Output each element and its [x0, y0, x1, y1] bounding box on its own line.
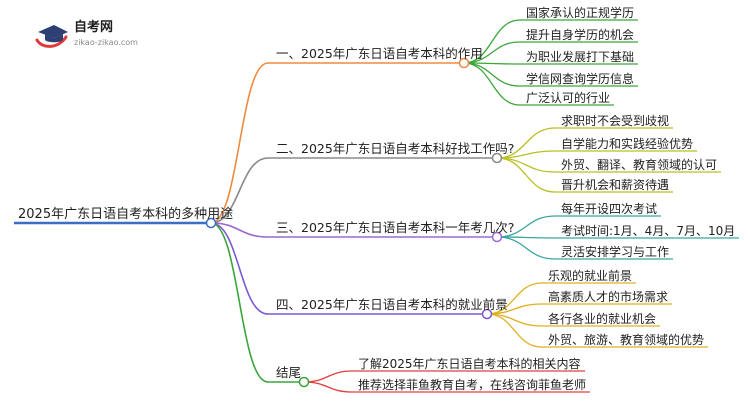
leaf-node[interactable]: 乐观的就业前景 — [548, 269, 633, 283]
branch-leaf-connector — [303, 370, 353, 383]
branch-node[interactable]: 结尾 — [276, 365, 302, 380]
root-branch-connector — [210, 62, 269, 224]
root-branch-connector — [210, 222, 269, 238]
branch-leaf-connector — [496, 236, 556, 260]
branch-collapse-toggle[interactable] — [298, 376, 310, 388]
leaf-node[interactable]: 为职业发展打下基础 — [526, 50, 635, 64]
branch-collapse-toggle[interactable] — [481, 308, 493, 320]
leaf-node[interactable]: 学信网查询学历信息 — [526, 72, 635, 86]
leaf-node[interactable]: 外贸、旅游、教育领域的优势 — [548, 333, 705, 347]
logo-subtitle: zikao-zikao.com — [74, 38, 138, 47]
root-node[interactable]: 2025年广东日语自考本科的多种用途 — [18, 207, 234, 222]
leaf-node[interactable]: 广泛认可的行业 — [526, 91, 611, 105]
leaf-node[interactable]: 了解2025年广东日语自考本科的相关内容 — [358, 357, 581, 371]
branch-leaf-connector — [463, 62, 521, 87]
leaf-node[interactable]: 推荐选择菲鱼教育自考，在线咨询菲鱼老师 — [358, 378, 587, 392]
leaf-node[interactable]: 提升自身学历的机会 — [526, 28, 635, 42]
branch-leaf-connector — [496, 157, 556, 173]
branch-node[interactable]: 三、2025年广东日语自考本科一年考几次? — [276, 220, 515, 235]
leaf-node[interactable]: 考试时间:1月、4月、7月、10月 — [561, 224, 736, 238]
leaf-node[interactable]: 灵活安排学习与工作 — [561, 245, 670, 259]
leaf-node[interactable]: 国家承认的正规学历 — [526, 6, 635, 20]
branch-leaf-connector — [303, 381, 353, 393]
leaf-node[interactable]: 外贸、翻译、教育领域的认可 — [561, 158, 718, 172]
logo-cap-base — [45, 34, 63, 43]
branch-leaf-connector — [496, 157, 556, 193]
graduation-cap-icon — [35, 25, 68, 48]
branch-node[interactable]: 一、2025年广东日语自考本科的作用 — [276, 46, 483, 61]
branch-collapse-toggle[interactable] — [491, 231, 503, 243]
branch-node[interactable]: 二、2025年广东日语自考本科好找工作吗? — [276, 141, 515, 156]
branch-collapse-toggle[interactable] — [491, 152, 503, 164]
branch-node[interactable]: 四、2025年广东日语自考本科的就业前景 — [276, 297, 508, 312]
leaf-node[interactable]: 自学能力和实践经验优势 — [561, 137, 694, 151]
leaf-node[interactable]: 晋升机会和薪资待遇 — [561, 178, 670, 192]
site-logo[interactable]: 自考网 zikao-zikao.com — [34, 20, 138, 50]
leaf-node[interactable]: 高素质人才的市场需求 — [548, 290, 669, 304]
logo-title: 自考网 — [74, 20, 114, 35]
root-branch-connector — [210, 222, 269, 383]
logo-swoosh — [35, 35, 68, 48]
leaf-node[interactable]: 各行各业的就业机会 — [548, 312, 657, 326]
root-branch-connector — [210, 157, 269, 224]
root-branch-connector — [210, 222, 269, 315]
branch-leaf-connector — [486, 313, 543, 348]
leaf-node[interactable]: 每年开设四次考试 — [561, 202, 658, 216]
branch-leaf-connector — [463, 62, 521, 106]
logo-cap-top — [38, 25, 68, 38]
root-collapse-toggle[interactable] — [205, 217, 217, 229]
leaf-node[interactable]: 求职时不会受到歧视 — [561, 114, 670, 128]
branch-collapse-toggle[interactable] — [458, 57, 470, 69]
